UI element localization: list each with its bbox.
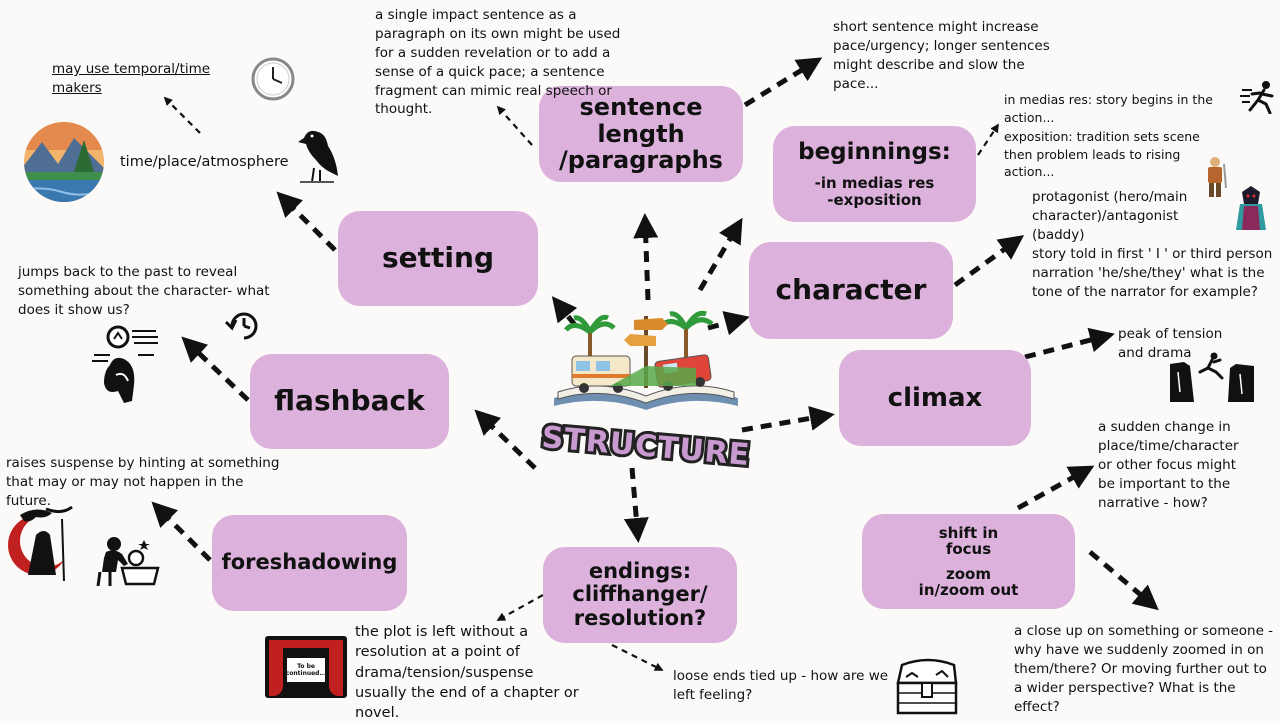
treasure-chest-icon bbox=[896, 658, 958, 715]
flashback-person-icon bbox=[92, 325, 158, 403]
note-jumps-back: jumps back to the past to reveal somethi… bbox=[18, 264, 270, 318]
arrow-setting-time bbox=[276, 191, 337, 252]
curtain-left bbox=[269, 642, 283, 696]
arrow-endings-loose bbox=[611, 644, 664, 671]
note-short-sentence: short sentence might increase pace/urgen… bbox=[833, 19, 1050, 92]
note-single-sentence: a single impact sentence as a paragraph … bbox=[375, 7, 621, 118]
signpost-icon bbox=[624, 316, 668, 388]
arrow-center-climax bbox=[741, 406, 835, 433]
crow-icon bbox=[298, 130, 338, 183]
arrow-sentence-single bbox=[496, 105, 533, 146]
to-be-continued-sign: To be continued... bbox=[286, 658, 326, 682]
arrow-center-flashback bbox=[474, 409, 537, 470]
arrow-sentence-short bbox=[743, 57, 823, 108]
node-flashback: flashback bbox=[250, 354, 449, 449]
campervan-icon bbox=[571, 354, 712, 393]
node-beginnings: beginnings: -in medias res -exposition bbox=[773, 126, 976, 222]
node-character: character bbox=[749, 242, 953, 339]
running-person-icon bbox=[1240, 81, 1274, 114]
arrow-center-sentence bbox=[633, 213, 659, 301]
node-setting-label: setting bbox=[382, 241, 494, 275]
fortune-teller-icon bbox=[96, 537, 160, 586]
arrow-center-character bbox=[707, 311, 750, 336]
arrow-shift-closeup bbox=[1088, 550, 1159, 611]
clock-icon bbox=[251, 57, 295, 101]
note-plot-left: the plot is left without a resolution at… bbox=[355, 624, 579, 722]
note-exposition: exposition: tradition sets scene then pr… bbox=[1004, 129, 1200, 179]
arrow-flashback-jumps bbox=[181, 336, 250, 402]
node-flashback-label: flashback bbox=[274, 384, 425, 418]
shift-focus-label: shift in focus bbox=[938, 523, 999, 558]
arrow-climax-peak bbox=[1024, 327, 1115, 360]
note-loose-ends: loose ends tied up - how are we left fee… bbox=[673, 668, 889, 703]
note-close-up: a close up on something or someone - why… bbox=[1014, 623, 1274, 715]
note-sudden-change: a sudden change in place/time/character … bbox=[1098, 419, 1239, 511]
node-foreshadowing: foreshadowing bbox=[212, 515, 407, 611]
node-sentence-length: sentence length /paragraphs bbox=[539, 86, 743, 182]
arrow-shift-sudden bbox=[1016, 465, 1095, 511]
node-shift-focus: shift in focus zoom in/zoom out bbox=[862, 514, 1075, 609]
node-character-label: character bbox=[775, 273, 927, 307]
reaper-moon-icon bbox=[8, 505, 73, 582]
arrow-character-protagonist bbox=[953, 235, 1025, 288]
node-climax: climax bbox=[839, 350, 1031, 446]
beginnings-item-1: -in medias res bbox=[814, 174, 935, 193]
hero-icon bbox=[1208, 157, 1227, 197]
node-sentence-length-label: sentence length /paragraphs bbox=[559, 93, 723, 175]
node-endings: endings: cliffhanger/ resolution? bbox=[543, 547, 737, 643]
node-climax-label: climax bbox=[887, 382, 983, 413]
node-setting: setting bbox=[338, 211, 538, 306]
curtain-top bbox=[269, 640, 343, 648]
structure-banner-label: STRUCTURE bbox=[540, 420, 751, 472]
note-raises-suspense: raises suspense by hinting at something … bbox=[6, 455, 280, 509]
note-narration: story told in first ' I ' or third perso… bbox=[1032, 246, 1273, 300]
arrow-center-beginnings bbox=[697, 217, 743, 292]
theatre-curtain-icon: To be continued... bbox=[265, 636, 347, 698]
palm-tree-icon bbox=[564, 310, 714, 381]
beginnings-item-2: -exposition bbox=[827, 190, 922, 209]
landscape-icon bbox=[24, 122, 104, 202]
arrow-temporal bbox=[163, 96, 201, 134]
note-peak: peak of tension and drama bbox=[1118, 326, 1223, 361]
arrow-beginnings-medias bbox=[977, 123, 999, 156]
cliff-jump-icon bbox=[1170, 352, 1254, 402]
rewind-clock-icon bbox=[224, 312, 258, 340]
villain-icon bbox=[1236, 186, 1266, 230]
arrow-endings-plot bbox=[496, 594, 544, 621]
node-endings-label: endings: cliffhanger/ resolution? bbox=[572, 559, 708, 630]
beginnings-title: beginnings: bbox=[798, 138, 951, 165]
arrow-center-endings bbox=[623, 467, 649, 543]
node-foreshadowing-label: foreshadowing bbox=[221, 550, 398, 575]
center-illustration bbox=[554, 310, 738, 410]
note-in-medias-res: in medias res: story begins in the actio… bbox=[1004, 92, 1213, 125]
zoom-label: zoom in/zoom out bbox=[918, 564, 1019, 599]
arrow-foreshadowing-raises bbox=[151, 501, 212, 562]
note-protagonist: protagonist (hero/main character)/antago… bbox=[1032, 189, 1188, 243]
note-temporal: may use temporal/time makers bbox=[52, 61, 211, 96]
arrow-center-setting bbox=[551, 296, 578, 327]
structure-banner: STRUCTURE bbox=[537, 420, 754, 472]
curtain-right bbox=[329, 642, 343, 696]
note-time-place: time/place/atmosphere bbox=[120, 154, 289, 170]
